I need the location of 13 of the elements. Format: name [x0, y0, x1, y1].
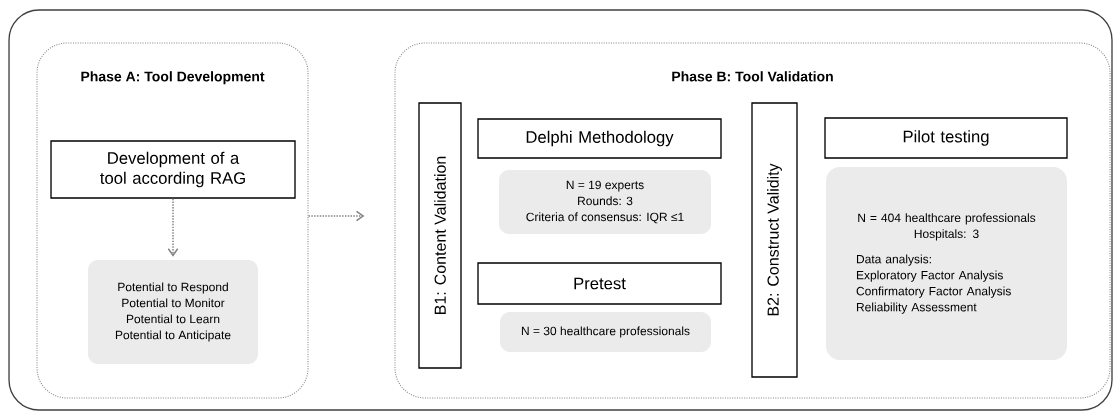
- step-box: Development of a tool according RAG: [50, 140, 296, 199]
- info-box: Potential to Respond Potential to Monitor Potential to Learn Potential to Anticipate: [88, 260, 258, 364]
- figure-frame: [8, 9, 1113, 411]
- step-box: Delphi Methodology: [477, 118, 722, 159]
- stage-bar: B1: Content Validation: [418, 102, 462, 369]
- info-box: N = 19 experts Rounds: 3 Criteria of consensus: IQR ≤1: [499, 170, 711, 234]
- arrow: [307, 210, 365, 222]
- arrow: [167, 197, 179, 257]
- stage-bar: B2: Construct Validity: [751, 102, 798, 378]
- step-box: Pretest: [477, 262, 722, 305]
- info-box: N = 404 healthcare professionals Hospitals: 3 Data analysis: Exploratory Factor Analysis Confirmatory Factor Analysis Reliability Assessment: [826, 167, 1067, 360]
- info-box: N = 30 healthcare professionals: [500, 312, 711, 352]
- step-box: Pilot testing: [824, 117, 1068, 159]
